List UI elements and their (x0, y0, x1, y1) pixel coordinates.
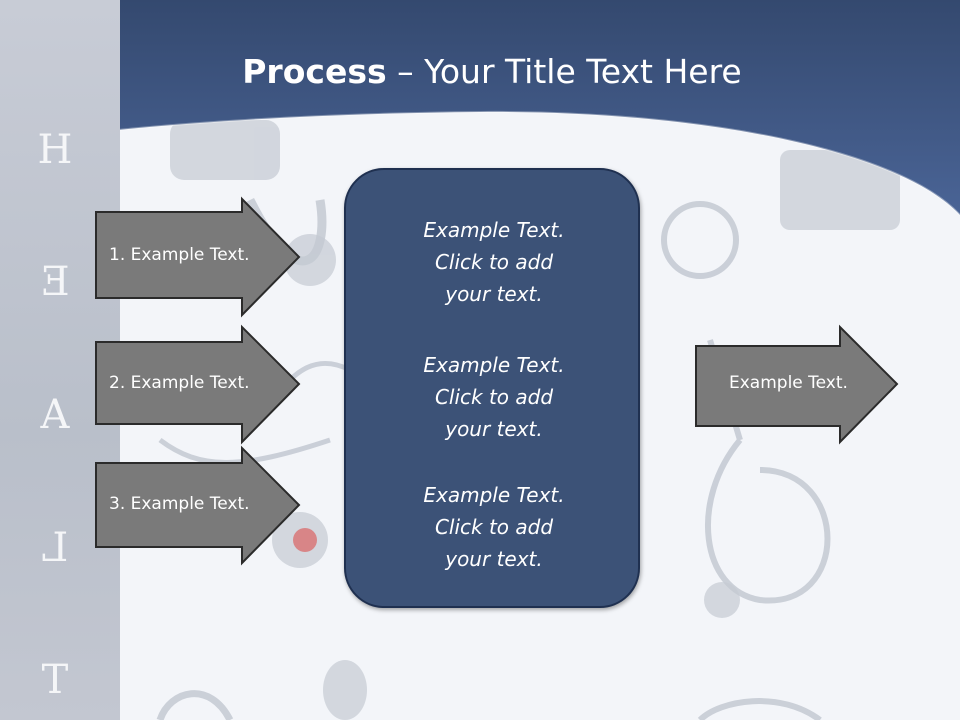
input-arrow-3[interactable] (95, 445, 301, 566)
side-letter-e: E (40, 259, 70, 305)
input-arrow-2[interactable] (95, 324, 301, 445)
center-text-block-1[interactable]: Example Text. Click to add your text. (346, 214, 642, 310)
input-arrow-1[interactable] (95, 196, 301, 318)
input-arrow-1-label: 1. Example Text. (109, 245, 250, 265)
center-block-1-line-3: your text. (445, 282, 543, 306)
center-block-2-line-2: Click to add (434, 385, 554, 409)
center-block-3-line-2: Click to add (434, 515, 554, 539)
side-letter-t: T (41, 657, 69, 703)
input-arrow-2-label: 2. Example Text. (109, 373, 250, 393)
center-process-box[interactable]: Example Text. Click to add your text. Ex… (344, 168, 640, 608)
center-block-1-line-2: Click to add (434, 250, 554, 274)
output-arrow[interactable] (695, 324, 901, 445)
slide-title[interactable]: Process – Your Title Text Here (0, 52, 960, 91)
center-text-block-2[interactable]: Example Text. Click to add your text. (346, 349, 642, 445)
side-letter-h: H (37, 127, 73, 173)
input-arrow-3-label: 3. Example Text. (109, 494, 250, 514)
output-arrow-label: Example Text. (729, 373, 848, 393)
center-text-block-3[interactable]: Example Text. Click to add your text. (346, 479, 642, 575)
center-block-2-line-1: Example Text. (423, 353, 565, 377)
center-block-2-line-3: your text. (445, 417, 543, 441)
title-bold: Process (242, 52, 387, 91)
center-block-3-line-3: your text. (445, 547, 543, 571)
center-block-1-line-1: Example Text. (423, 218, 565, 242)
side-letter-a: A (40, 392, 70, 438)
title-rest: – Your Title Text Here (386, 52, 742, 91)
side-letter-l: L (41, 525, 69, 571)
center-block-3-line-1: Example Text. (423, 483, 565, 507)
